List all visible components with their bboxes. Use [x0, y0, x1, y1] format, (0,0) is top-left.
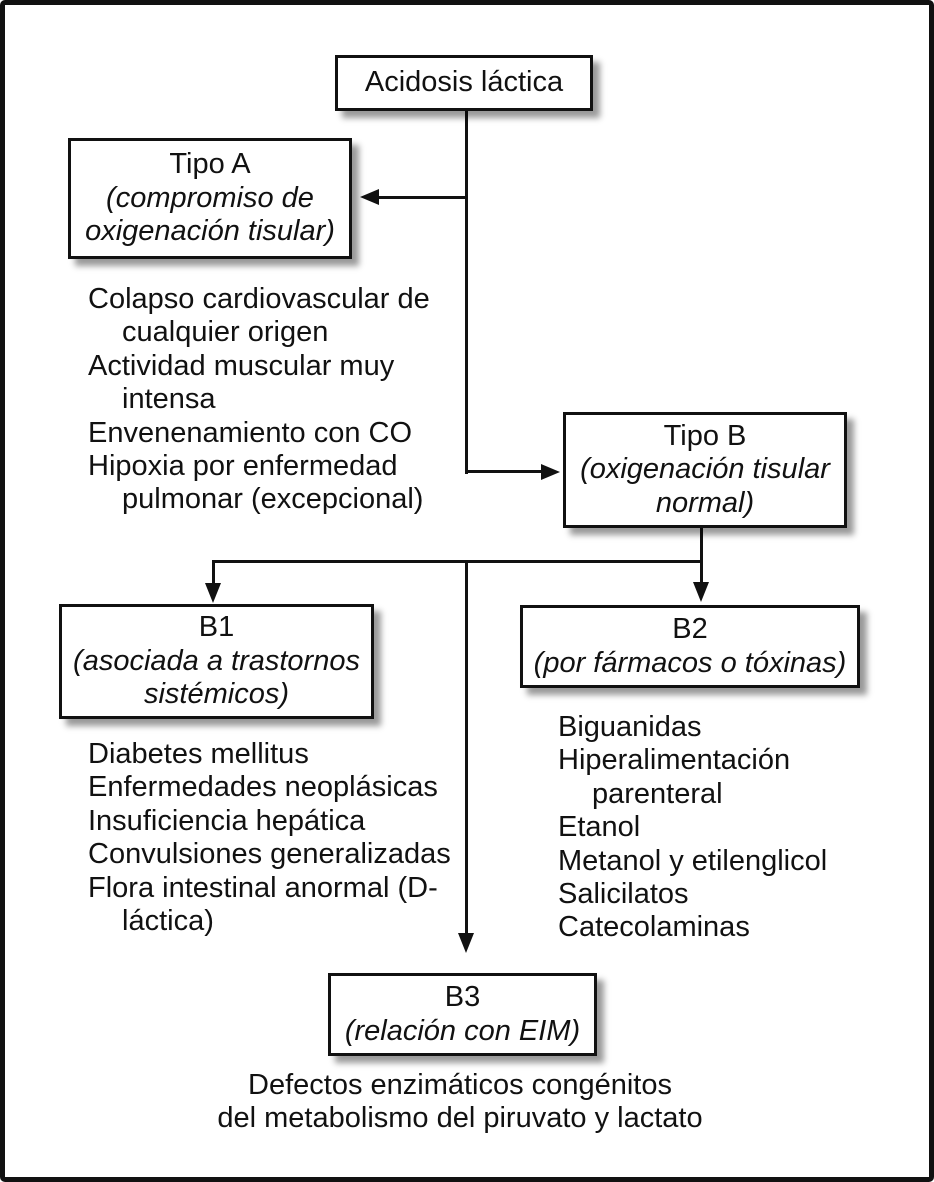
node-subtitle-line: (relación con EIM) [344, 1014, 581, 1047]
node-subtitle-line: (oxigenación tisular [580, 453, 830, 486]
b1-cause-item: Diabetes mellitus [88, 738, 309, 770]
connector-to-tipo-a [378, 196, 466, 199]
arrowhead-down-b1-icon [205, 583, 221, 603]
tipo-a-causes-list: Colapso cardiovascular de cualquier orig… [88, 283, 470, 517]
node-subtitle: (por fármacos o tóxinas) [534, 647, 847, 680]
b1-cause-item: Insuficiencia hepática [88, 804, 366, 837]
b2-cause-item: Etanol [558, 811, 641, 844]
tipo-a-cause-item: Hipoxia por enfermedad pulmonar (excepci… [88, 450, 424, 516]
node-title: B3 [444, 981, 481, 1014]
b1-cause-item: Enfermedades neoplásicas [88, 771, 438, 804]
node-b3: B3 (relación con EIM) [328, 973, 597, 1056]
b2-cause-item: Metanol y etilenglicol [558, 844, 828, 877]
node-acidosis-lactica: Acidosis láctica [335, 55, 593, 111]
b2-cause-item: Catecolaminas [558, 911, 750, 944]
tipo-a-cause-item: Actividad muscular muy intensa [88, 349, 395, 416]
connector-b3-down [465, 560, 468, 934]
node-title: Tipo B [663, 419, 747, 452]
b3-note-line: Defectos enzimáticos congénitos [248, 1069, 672, 1101]
tipo-a-cause-item: Colapso cardiovascular de cualquier orig… [88, 283, 430, 349]
node-subtitle-line: (por fármacos o tóxinas) [533, 646, 847, 679]
b1-cause-item: Convulsiones generalizadas [88, 838, 451, 871]
connector-to-tipo-b [466, 470, 542, 473]
node-title: B2 [672, 613, 708, 646]
node-subtitle-line: oxigenación tisular) [85, 215, 335, 248]
arrowhead-down-b3-icon [458, 933, 474, 953]
tipo-a-cause-item: Envenenamiento con CO [88, 416, 413, 449]
node-subtitle-line: normal) [655, 486, 755, 519]
node-subtitle-line: (asociada a trastornos [73, 644, 360, 677]
node-title: Tipo A [169, 148, 251, 181]
node-title: Acidosis láctica [364, 66, 564, 99]
node-subtitle-line: sistémicos) [143, 678, 289, 711]
b2-cause-item: Biguanidas [558, 711, 702, 743]
node-title: B1 [198, 611, 235, 644]
b1-cause-item: Flora intestinal anormal (D-láctica) [88, 871, 438, 938]
connector-root-vertical [465, 110, 468, 474]
arrowhead-right-tipo-b-icon [541, 464, 560, 480]
connector-tipo-b-down [700, 527, 703, 583]
b2-cause-item: Salicilatos [558, 878, 689, 911]
b2-cause-item: Hiperalimentación parenteral [558, 744, 791, 810]
connector-b1-down [212, 560, 215, 584]
node-b2: B2 (por fármacos o tóxinas) [520, 605, 860, 688]
arrowhead-down-b2-icon [693, 582, 709, 602]
node-subtitle: (relación con EIM) [345, 1015, 580, 1048]
connector-splitter-horizontal [212, 560, 703, 563]
b3-note-line: del metabolismo del piruvato y lactato [217, 1102, 703, 1135]
node-subtitle-line: (compromiso de [106, 181, 314, 214]
arrowhead-left-tipo-a-icon [360, 189, 379, 205]
